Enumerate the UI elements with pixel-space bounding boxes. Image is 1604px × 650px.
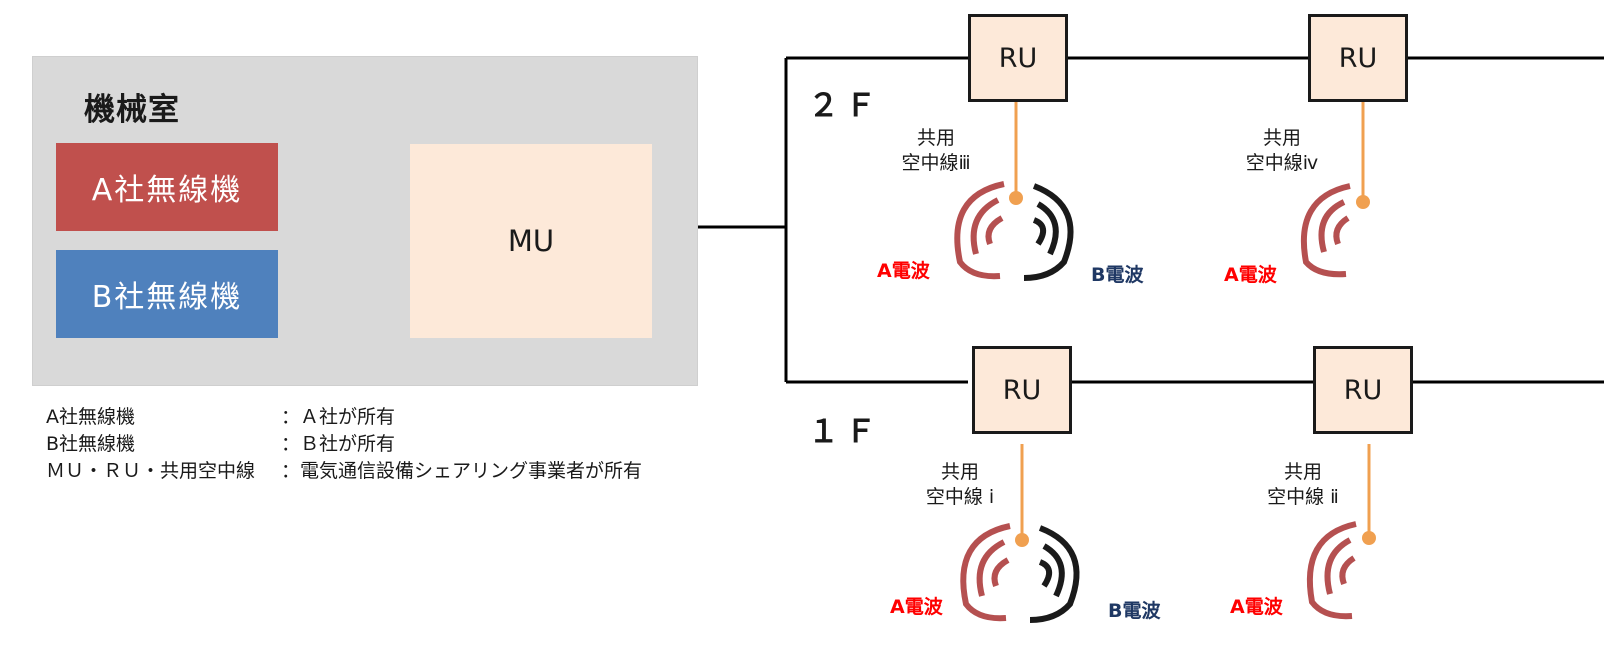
antenna-ii-dot (1362, 531, 1376, 545)
wave-a-label-iii: A電波 (877, 260, 930, 282)
ru-box-2f-right: RU (1308, 14, 1408, 102)
mu-box: MU (410, 144, 652, 338)
floor-label-1f: １Ｆ (808, 414, 882, 450)
antenna-label-iv: 共用 空中線ⅳ (1212, 126, 1352, 176)
wave-a-label-iv: A電波 (1224, 264, 1277, 286)
legend-value: ：Ｂ社が所有 (281, 433, 396, 455)
antenna-label-i: 共用 空中線 ⅰ (890, 460, 1030, 510)
wave-b-arcs-iii (1023, 183, 1074, 281)
machine-room-title: 機械室 (84, 92, 180, 128)
antenna-i-dot (1015, 533, 1029, 547)
ru-box-1f-left: RU (972, 346, 1072, 434)
wave-a-arcs-iv (1300, 183, 1351, 278)
a-company-radio-box: A社無線機 (56, 143, 278, 231)
antenna-label-line1: 共用 (1262, 127, 1301, 149)
wave-a-arcs-ii (1306, 521, 1357, 620)
legend-key: B社無線機 (46, 433, 136, 455)
legend-key: ＭＵ・ＲＵ・共用空中線 (46, 460, 256, 482)
antenna-label-line1: 共用 (1283, 461, 1322, 483)
antenna-label-ii: 共用 空中線 ⅱ (1233, 460, 1373, 510)
wave-a-label-ii: A電波 (1230, 596, 1283, 618)
floor-label-2f: ２Ｆ (808, 88, 882, 124)
antenna-label-line2: 空中線 ⅱ (1267, 486, 1339, 508)
legend-row-shared: ＭＵ・ＲＵ・共用空中線 ：電気通信設備シェアリング事業者が所有 (46, 456, 642, 483)
wave-b-label-i: B電波 (1108, 600, 1161, 622)
legend-key: A社無線機 (46, 406, 135, 428)
ru-box-1f-right: RU (1313, 346, 1413, 434)
antenna-label-line2: 空中線ⅳ (1245, 152, 1319, 174)
antenna-label-line2: 空中線ⅲ (901, 152, 971, 174)
wave-b-arcs-i (1029, 525, 1080, 623)
antenna-iv-dot (1356, 195, 1370, 209)
wave-a-arcs-i (960, 523, 1011, 622)
ru-box-2f-left: RU (968, 14, 1068, 102)
legend-row-a: A社無線機 ：Ａ社が所有 (46, 402, 395, 429)
legend-value: ：Ａ社が所有 (281, 406, 396, 428)
antenna-label-line2: 空中線 ⅰ (925, 486, 995, 508)
legend-value: ：電気通信設備シェアリング事業者が所有 (281, 460, 643, 482)
wave-a-arcs-iii (954, 181, 1005, 280)
antenna-label-iii: 共用 空中線ⅲ (866, 126, 1006, 176)
antenna-label-line1: 共用 (916, 127, 955, 149)
wave-a-label-i: A電波 (890, 596, 943, 618)
legend-row-b: B社無線機 ：Ｂ社が所有 (46, 429, 395, 456)
b-company-radio-box: B社無線機 (56, 250, 278, 338)
antenna-label-line1: 共用 (940, 461, 979, 483)
antenna-iii-dot (1009, 191, 1023, 205)
wave-b-label-iii: B電波 (1091, 264, 1144, 286)
